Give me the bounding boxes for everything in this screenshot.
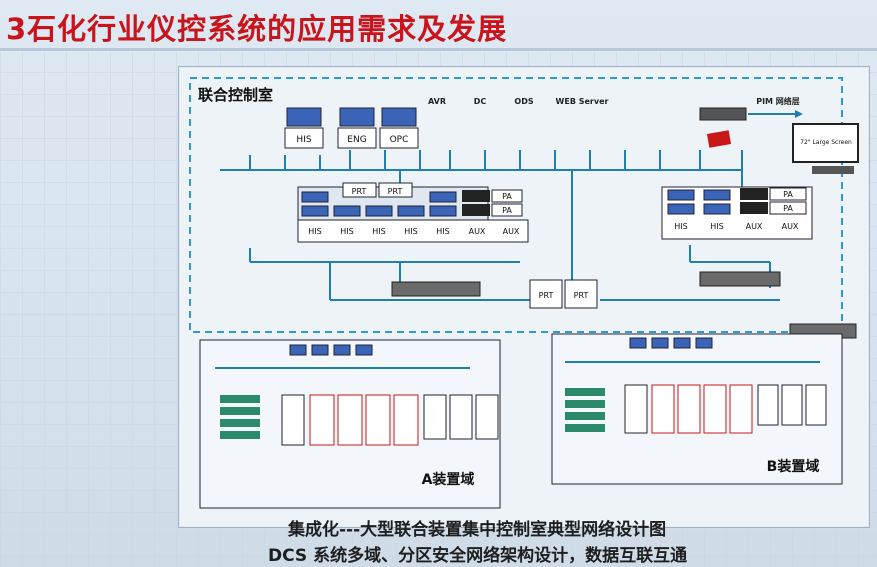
station-label-opc: OPC [390,135,409,145]
station-label-eng: ENG [347,135,366,145]
zone-a-modules [220,395,260,439]
printer-label-2: PRT [388,187,403,196]
zone-a-label: A装置域 [422,471,475,488]
console-left-label: HIS [372,227,385,236]
zone-b-label: B装置域 [767,458,820,475]
zone-b-stations [629,337,713,349]
console-left-label: AUX [503,227,520,236]
right-console-labels: HIS HIS AUX AUX [674,222,799,231]
console-right-label: HIS [710,222,723,231]
label-dc: DC [474,97,487,106]
zone-b-modules [565,388,605,432]
zone-a-cabinets [281,394,499,446]
slide-title: 3石化行业仪控系统的应用需求及发展 [6,12,508,46]
pa-label-3: PA [783,190,793,199]
console-left-label: HIS [340,227,353,236]
large-screen-label: 72" Large Screen [800,139,852,146]
control-room-title: 联合控制室 [198,86,274,104]
pa-label-4: PA [783,204,793,213]
caption-line-1: 集成化---大型联合装置集中控制室典型网络设计图 [288,520,667,540]
zone-a-stations [289,344,373,356]
switch-icons [391,271,857,339]
console-right-label: AUX [746,222,763,231]
center-printer-1 [529,279,563,309]
console-left-label: AUX [469,227,486,236]
center-printer-label-2: PRT [574,291,589,300]
center-printer-2 [564,279,598,309]
console-right-label: HIS [674,222,687,231]
console-left-label: HIS [308,227,321,236]
router-icon [699,107,747,121]
left-console [297,182,529,243]
label-ods: ODS [514,97,533,106]
station-label-his: HIS [296,135,311,145]
bus-drops [249,150,743,280]
console-left-label: HIS [404,227,417,236]
large-screen-icon [792,123,859,163]
pa-label-1: PA [502,192,512,201]
label-web-server: WEB Server [556,97,609,106]
label-avr: AVR [428,97,446,106]
firewall-icon [706,130,732,148]
console-right-label: AUX [782,222,799,231]
right-console [661,186,813,240]
station-monitors [284,107,419,149]
left-console-labels: HIS HIS HIS HIS HIS AUX AUX [308,227,520,236]
label-pim: PIM 网络层 [756,96,800,106]
pa-label-2: PA [502,206,512,215]
center-printer-label-1: PRT [539,291,554,300]
printer-label-1: PRT [352,187,367,196]
control-room-frame [189,77,843,333]
caption-line-2: DCS 系统多域、分区安全网络架构设计，数据互联互通 [268,546,688,566]
console-left-label: HIS [436,227,449,236]
title-divider [0,48,877,51]
zone-b-cabinets [624,384,827,434]
